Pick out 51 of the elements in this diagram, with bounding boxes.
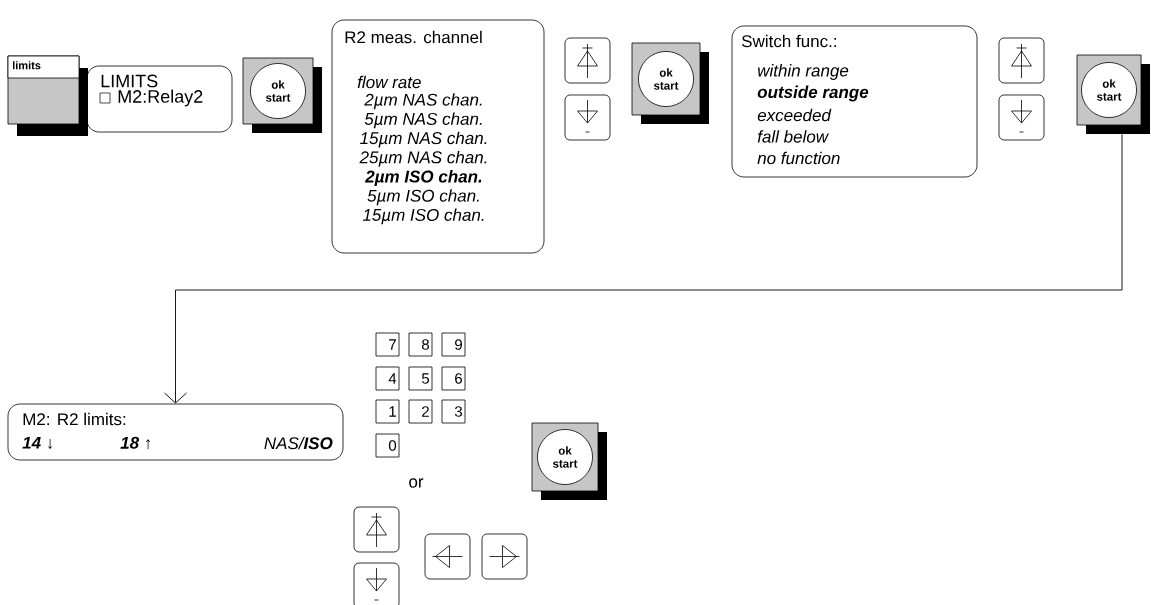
key-button: limits bbox=[7, 55, 88, 136]
display-screen bbox=[86, 65, 233, 133]
menu-option: 5µm NAS chan. bbox=[364, 112, 482, 129]
menu-option: 5µm ISO chan. bbox=[367, 189, 479, 206]
down-arrow-key bbox=[998, 94, 1045, 141]
number-key: 8 bbox=[408, 332, 433, 357]
menu-option: 2µm NAS chan. bbox=[364, 93, 482, 110]
display-heading: LIMITS bbox=[101, 74, 158, 88]
number-key: 5 bbox=[408, 366, 433, 391]
display-screen bbox=[331, 19, 545, 254]
ok-start-button: ok start bbox=[531, 422, 607, 500]
down-arrow-key bbox=[564, 94, 611, 141]
down-arrow-key bbox=[353, 562, 400, 605]
ok-start-button: ok start bbox=[242, 57, 322, 133]
number-key: 4 bbox=[375, 366, 400, 391]
menu-option: 2µm ISO chan. bbox=[365, 170, 482, 186]
display-heading: M2: R2 limits: bbox=[23, 412, 126, 426]
menu-option: 25µm NAS chan. bbox=[359, 150, 487, 167]
left-arrow-key bbox=[424, 533, 471, 580]
limit-value: NAS/ISO bbox=[264, 436, 333, 450]
display-heading: R2 meas. channel bbox=[345, 30, 482, 44]
display-heading: Switch func.: bbox=[742, 34, 836, 48]
number-key: 3 bbox=[441, 399, 466, 424]
menu-option: 15µm NAS chan. bbox=[360, 131, 487, 148]
node-label: limits bbox=[12, 61, 41, 70]
up-arrow-key bbox=[353, 506, 400, 553]
note-text: or bbox=[409, 478, 424, 488]
limit-value: 14 ↓ bbox=[22, 436, 53, 450]
menu-option: within range bbox=[758, 64, 849, 80]
ok-start-button: ok start bbox=[1076, 54, 1150, 134]
up-arrow-key bbox=[998, 37, 1045, 84]
number-key: 1 bbox=[375, 399, 400, 424]
display-screen bbox=[731, 25, 978, 178]
number-key: 9 bbox=[441, 332, 466, 357]
menu-option: exceeded bbox=[757, 108, 832, 122]
menu-option: flow rate bbox=[357, 75, 421, 89]
menu-option: no function bbox=[757, 151, 840, 165]
ok-start-button: ok start bbox=[631, 42, 709, 124]
number-key: 2 bbox=[408, 399, 433, 424]
right-arrow-key bbox=[481, 533, 528, 580]
up-arrow-key bbox=[564, 37, 611, 84]
number-key: 0 bbox=[375, 433, 400, 458]
limit-value: 18 ↑ bbox=[120, 436, 151, 450]
menu-option: outside range bbox=[757, 85, 869, 102]
menu-option: M2:Relay2 bbox=[118, 89, 203, 107]
menu-option: 15µm ISO chan. bbox=[362, 208, 484, 225]
number-key: 7 bbox=[375, 332, 400, 357]
arrow bbox=[164, 133, 1123, 404]
menu-option: fall below bbox=[757, 130, 829, 143]
display-screen bbox=[7, 403, 344, 461]
number-key: 6 bbox=[441, 366, 466, 391]
